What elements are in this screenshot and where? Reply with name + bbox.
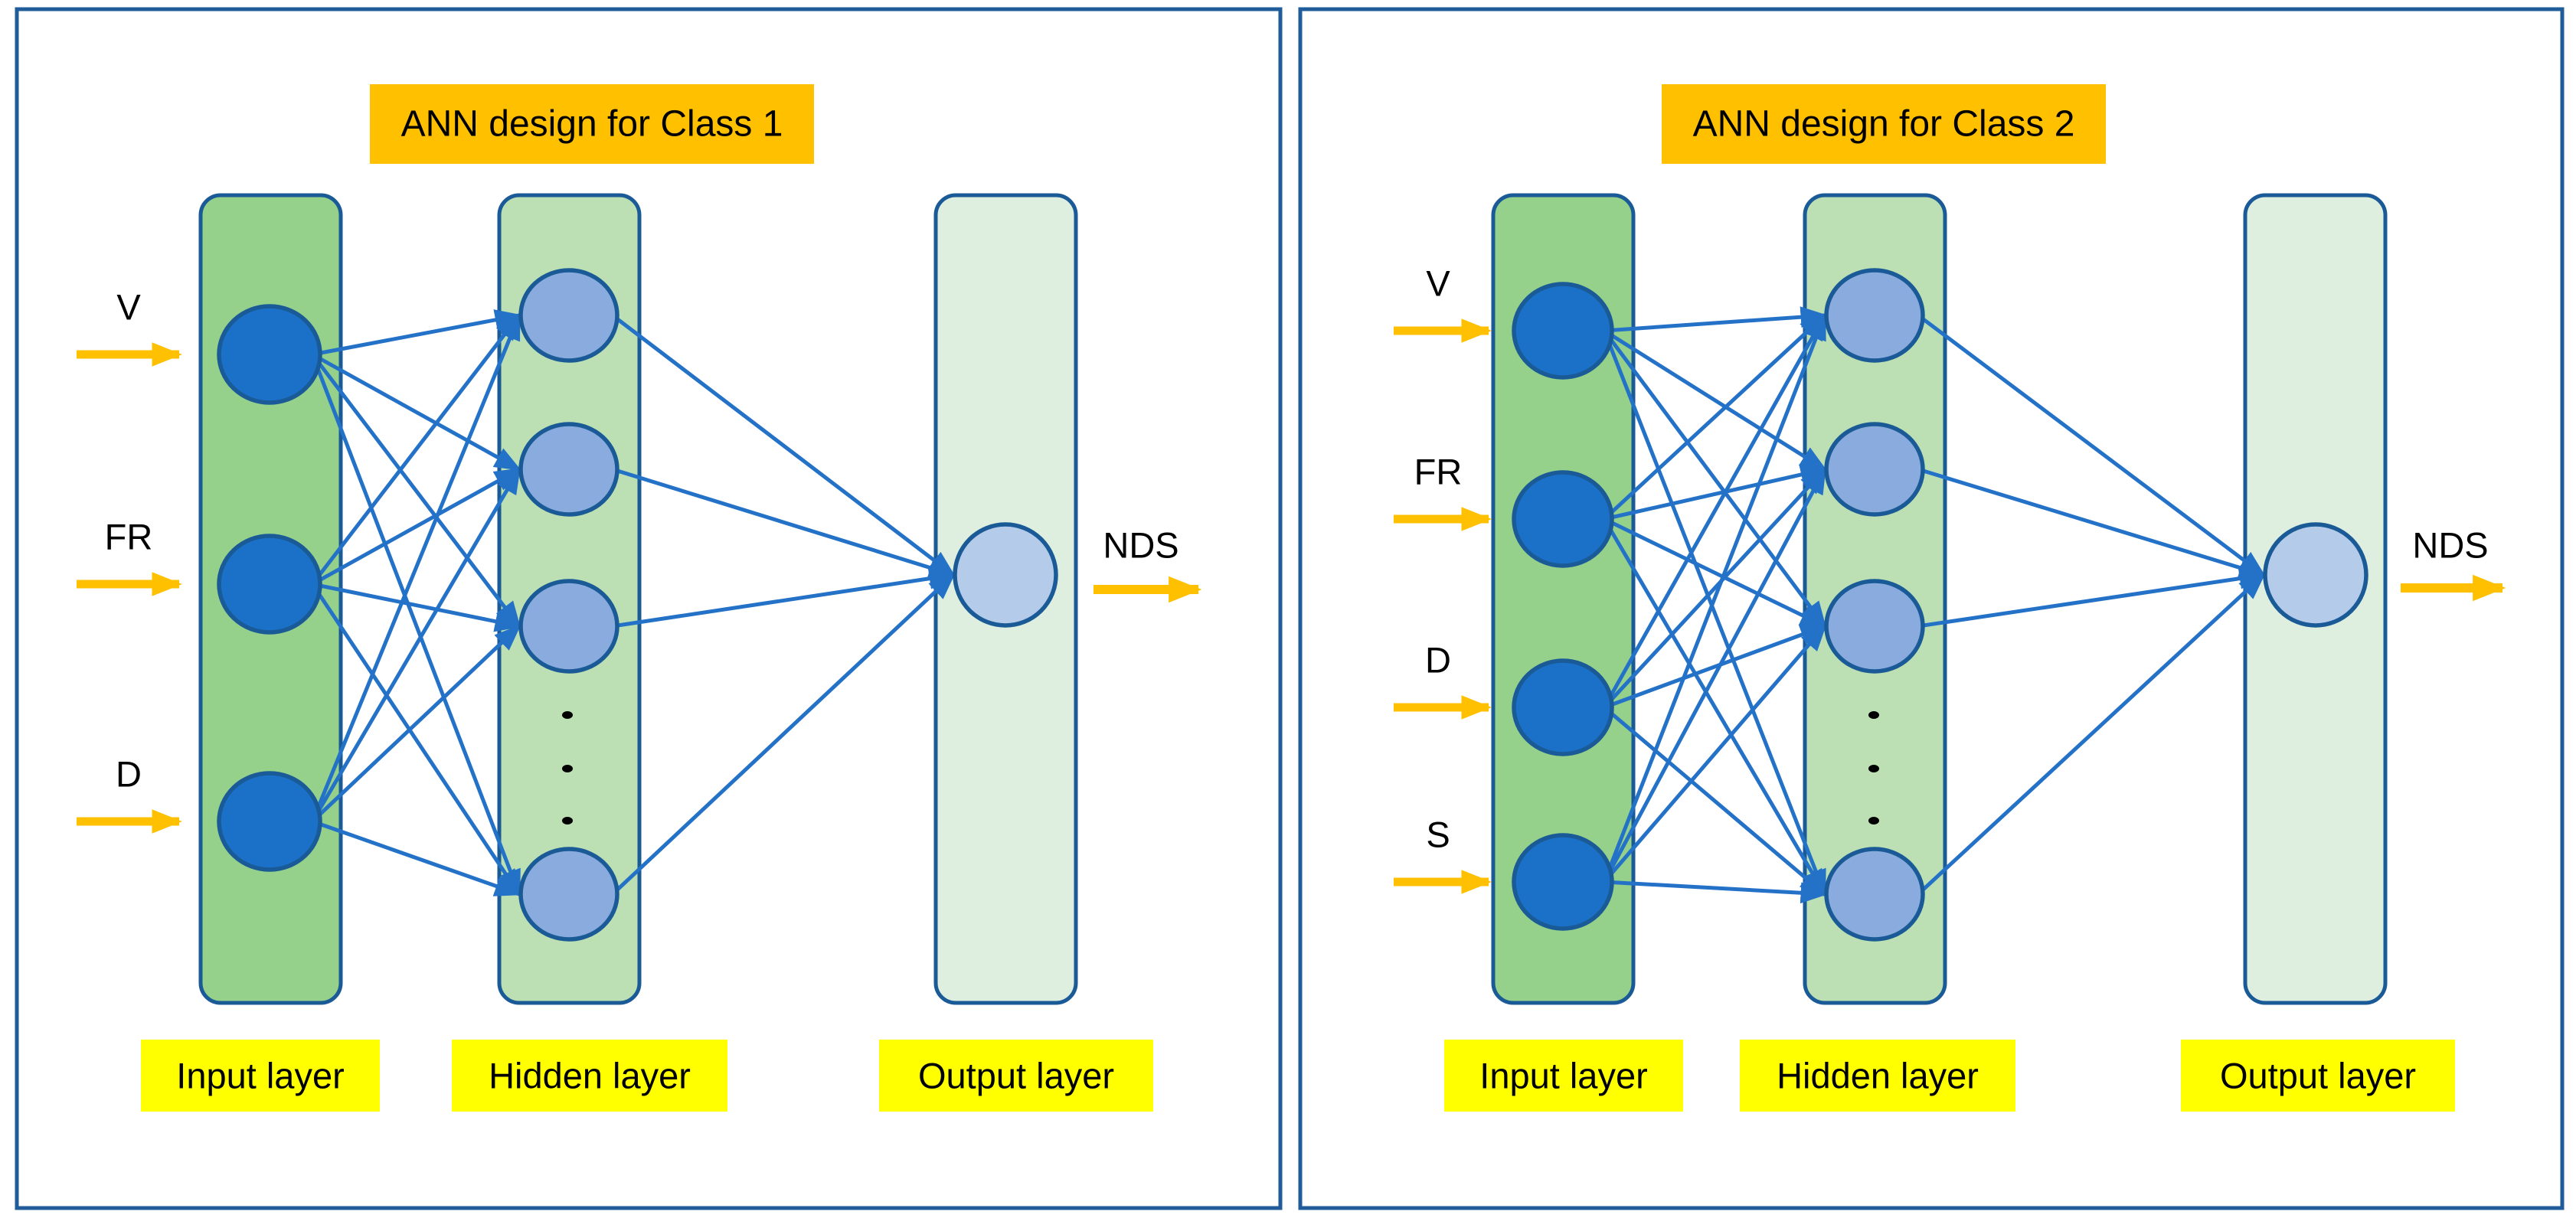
- input-layer-column: [1491, 193, 1636, 1005]
- layer-label-hidden-box: [452, 1040, 727, 1112]
- edge-input-hidden: [1603, 517, 1828, 629]
- layer-label-output-box: [879, 1040, 1153, 1112]
- edge-hidden-output: [1917, 573, 2266, 896]
- input-node: [1512, 470, 1614, 568]
- layer-label-hidden: Hidden layer: [489, 1056, 691, 1096]
- output-node: [953, 522, 1058, 628]
- edge-input-hidden: [1603, 880, 1828, 904]
- edge-input-hidden: [310, 466, 521, 823]
- panels-root: ANN design for Class 1 V FR D NDS Input layer…: [15, 7, 2565, 1210]
- edge-input-hidden: [1603, 624, 1828, 710]
- ellipsis-dot: [1868, 765, 1879, 772]
- output-label-nds: NDS: [1103, 525, 1178, 566]
- input-node: [1512, 658, 1614, 756]
- layer-label-output-box: [2181, 1040, 2455, 1112]
- input-node: [217, 304, 322, 405]
- edge-hidden-output: [612, 567, 956, 629]
- input-label-v: V: [116, 287, 141, 328]
- edge-input-hidden: [310, 583, 521, 896]
- edge-input-hidden: [311, 353, 521, 629]
- layer-label-input-box: [1444, 1040, 1683, 1112]
- edge-input-hidden: [1602, 329, 1827, 629]
- edge-input-hidden: [311, 467, 522, 586]
- edge-input-hidden: [1602, 466, 1827, 883]
- layer-label-input: Input layer: [176, 1056, 344, 1096]
- input-label-d: D: [1425, 640, 1451, 681]
- edge-input-hidden: [1602, 330, 1827, 897]
- ann-panel-class2: ANN design for Class 2 V FR D S NDS Input laye…: [1298, 7, 2565, 1210]
- edge-hidden-output: [611, 573, 956, 896]
- layer-label-input: Input layer: [1479, 1056, 1647, 1096]
- layer-label-output: Output layer: [918, 1056, 1114, 1096]
- ellipsis-dot: [1868, 711, 1879, 719]
- layer-label-hidden: Hidden layer: [1777, 1056, 1979, 1096]
- edge-input-hidden: [1603, 624, 1827, 883]
- edge-input-hidden: [310, 312, 521, 822]
- edge-input-hidden: [1602, 518, 1827, 897]
- hidden-node: [518, 268, 619, 363]
- hidden-node: [518, 422, 619, 517]
- panel-title: ANN design for Class 1: [401, 104, 783, 145]
- panel-title: ANN design for Class 2: [1693, 104, 2075, 145]
- hidden-node: [1824, 268, 1925, 363]
- ellipsis-dot: [1868, 817, 1879, 824]
- edge-input-hidden: [1602, 312, 1827, 883]
- layer-label-output: Output layer: [2220, 1056, 2416, 1096]
- hidden-node: [1824, 579, 1925, 674]
- edge-input-hidden: [310, 354, 521, 897]
- hidden-node: [1824, 422, 1925, 517]
- output-node: [2263, 522, 2368, 628]
- layer-label-hidden-box: [1740, 1040, 2015, 1112]
- edge-input-hidden: [311, 352, 522, 472]
- edge-input-hidden: [1603, 464, 1828, 521]
- hidden-node: [1824, 847, 1925, 942]
- input-label-v: V: [1426, 263, 1450, 304]
- edge-input-hidden: [312, 819, 522, 896]
- ellipsis-dot: [562, 817, 573, 824]
- edge-input-hidden: [312, 309, 522, 357]
- input-label-fr: FR: [105, 517, 153, 557]
- input-label-d: D: [116, 754, 142, 795]
- edge-input-hidden: [1603, 313, 1827, 521]
- input-node: [217, 771, 322, 872]
- edge-hidden-output: [611, 314, 956, 577]
- edge-hidden-output: [612, 467, 956, 579]
- hidden-node: [518, 847, 619, 942]
- input-node: [1512, 833, 1614, 931]
- input-label-s: S: [1426, 815, 1450, 855]
- panel-title-box: [370, 84, 814, 164]
- edge-hidden-output: [1917, 567, 2267, 629]
- input-label-fr: FR: [1414, 452, 1463, 492]
- edge-input-hidden: [1603, 467, 1827, 709]
- ann-panel-class1: ANN design for Class 1 V FR D NDS Input layer…: [15, 7, 1283, 1210]
- panel-title-box: [1662, 84, 2106, 164]
- edge-input-hidden: [1603, 328, 1827, 472]
- edge-input-hidden: [311, 313, 521, 586]
- edge-input-hidden: [1602, 312, 1827, 709]
- input-node: [1512, 282, 1614, 380]
- edge-input-hidden: [1603, 706, 1827, 896]
- output-label-nds: NDS: [2412, 525, 2488, 566]
- edge-input-hidden: [1603, 306, 1828, 333]
- hidden-node: [518, 579, 619, 674]
- edge-input-hidden: [312, 582, 522, 632]
- edge-hidden-output: [1917, 467, 2267, 579]
- edge-input-hidden: [311, 624, 521, 823]
- layer-label-input-box: [141, 1040, 380, 1112]
- edge-hidden-output: [1917, 314, 2266, 577]
- ellipsis-dot: [562, 765, 573, 772]
- input-node: [217, 534, 322, 635]
- ellipsis-dot: [562, 711, 573, 719]
